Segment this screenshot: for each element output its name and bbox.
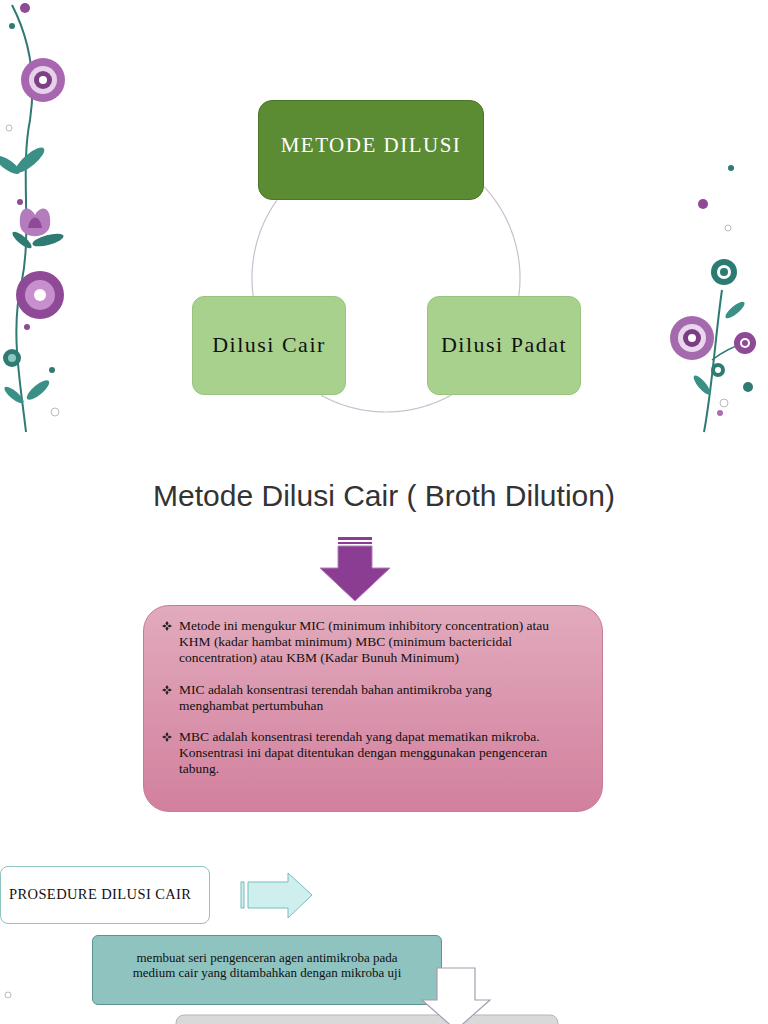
dot [717, 410, 723, 416]
bullet-shape [162, 685, 172, 695]
node-text: Dilusi Padat [441, 332, 567, 358]
small-flower [711, 363, 725, 377]
node-text: MIC adalah konsentrasi terendah bahan an… [179, 682, 562, 714]
text-row: METODE DILUSI [281, 133, 462, 158]
down-arrow [320, 546, 390, 601]
dot [5, 992, 11, 998]
step-box: membuat seri pengenceran agen antimikrob… [92, 935, 442, 1005]
flower [734, 332, 756, 354]
leaf [0, 153, 22, 177]
small-flower [3, 349, 21, 367]
dot [51, 408, 59, 416]
next-step-box [176, 1015, 558, 1024]
text-row: MIC adalah konsentrasi terendah bahan an… [162, 682, 562, 714]
bullet-symbol [162, 621, 172, 631]
tulip-flower [20, 208, 50, 236]
dot [743, 382, 753, 392]
flower [742, 340, 748, 346]
bullet-symbol [162, 685, 172, 695]
node-text: METODE DILUSI [281, 133, 462, 158]
right-arrow [248, 873, 312, 918]
flower [670, 316, 714, 360]
flower [717, 265, 731, 279]
label-box: PROSEDURE DILUSI CAIR [0, 866, 210, 924]
node-text: membuat seri pengenceran agen antimikrob… [115, 951, 419, 981]
small-flower [8, 354, 16, 362]
flower [34, 71, 52, 89]
arrow-stripe [338, 537, 372, 540]
flower [29, 66, 57, 94]
cycle-connector [252, 200, 277, 296]
bullet-symbol [162, 732, 172, 742]
text-row: Metode ini mengukur MIC (minimum inhibit… [162, 618, 562, 667]
text-row: PROSEDURE DILUSI CAIR [9, 886, 191, 903]
text-row: Dilusi Cair [212, 332, 326, 358]
arrow-stripe [241, 882, 244, 908]
dot [698, 199, 708, 209]
dot [24, 324, 30, 330]
flower [25, 280, 55, 310]
text-row: Dilusi Padat [441, 332, 567, 358]
cycle-connector [484, 187, 520, 296]
bullet-shape [162, 621, 172, 631]
cycle-connector [321, 395, 451, 412]
flower [711, 259, 737, 285]
node-text: PROSEDURE DILUSI CAIR [9, 886, 191, 903]
tulip-flower [28, 218, 42, 229]
header-box: METODE DILUSI [258, 100, 484, 200]
dot [6, 125, 12, 131]
dot [720, 399, 728, 407]
node-text: Metode ini mengukur MIC (minimum inhibit… [179, 618, 562, 667]
flower [39, 76, 47, 84]
text-row: MBC adalah konsentrasi terendah yang dap… [162, 729, 562, 778]
flower [688, 334, 696, 342]
small-flower [715, 367, 721, 373]
flower [740, 338, 750, 348]
text-row: membuat seri pengenceran agen antimikrob… [115, 951, 419, 981]
description-box: Metode ini mengukur MIC (minimum inhibit… [143, 605, 603, 812]
dot [49, 367, 55, 373]
section-title: Metode Dilusi Cair ( Broth Dilution) [0, 476, 768, 516]
flower [16, 271, 64, 319]
arrow-stripe [338, 542, 372, 544]
flower [720, 268, 728, 276]
leaf [24, 377, 52, 403]
dot [17, 199, 23, 205]
node-text: Dilusi Cair [212, 332, 326, 358]
flower [678, 324, 706, 352]
dot [20, 3, 30, 13]
node-text: MBC adalah konsentrasi terendah yang dap… [179, 729, 562, 778]
vine-stem [704, 290, 722, 432]
leaf [723, 299, 747, 321]
flower [21, 58, 65, 102]
flower [683, 329, 701, 347]
process-box: Dilusi Cair [192, 296, 346, 395]
process-box: Dilusi Padat [427, 296, 581, 395]
down-arrow [422, 968, 490, 1024]
leaf [691, 373, 713, 397]
dot [725, 225, 731, 231]
bullet-shape [162, 732, 172, 742]
dot [9, 23, 15, 29]
flower [34, 289, 46, 301]
leaf [2, 384, 26, 406]
dot [728, 165, 734, 171]
